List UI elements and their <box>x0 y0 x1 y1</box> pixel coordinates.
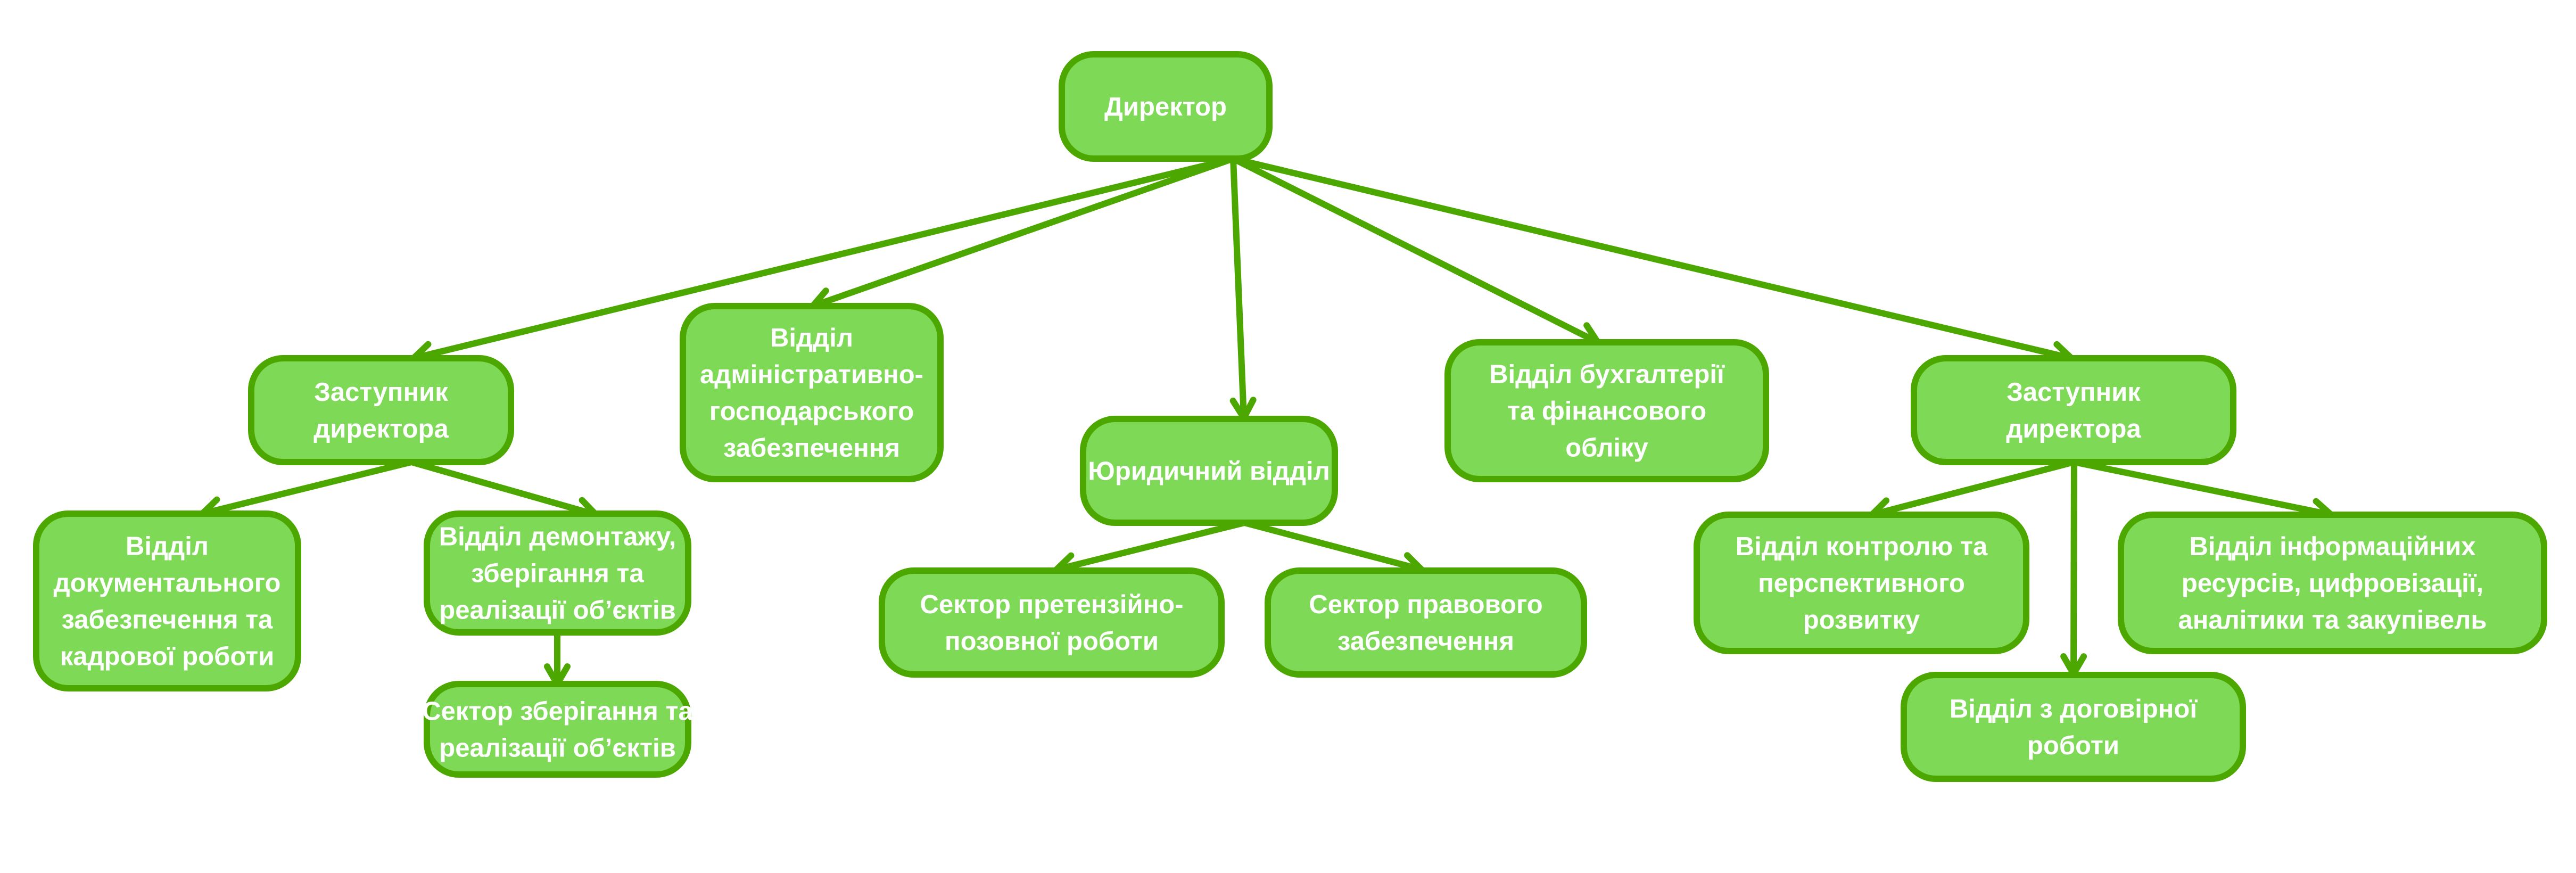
node-box <box>1911 355 2236 465</box>
node-storage-sector: Сектор зберігання та реалізації об’єктів <box>422 681 693 778</box>
node-label-line: Сектор претензійно- <box>920 590 1184 619</box>
node-label-line: директора <box>2006 415 2141 443</box>
node-admin-dept: Відділ адміністративно-господарського забе… <box>680 303 944 482</box>
connector-deputy_right-to-control_dept <box>1869 459 2077 524</box>
node-label-line: господарського <box>709 397 914 426</box>
node-box <box>1444 339 1769 482</box>
node-box <box>248 355 514 465</box>
node-label-line: Відділ демонтажу, <box>439 523 676 551</box>
node-box <box>1080 416 1338 526</box>
node-label-line: та фінансового <box>1507 397 1706 426</box>
node-contracts-dept: Відділ з договірної роботи <box>1901 672 2246 782</box>
node-label-line: забезпечення та <box>62 606 274 635</box>
connector-line <box>810 155 1236 309</box>
node-layer: ДиректорЗаступникдиректораВідділадмініст… <box>33 51 2547 782</box>
connector-line <box>2071 459 2334 518</box>
node-label-line: позовної роботи <box>945 627 1159 656</box>
node-director: Директор <box>1059 51 1273 162</box>
connector-legal_dept-to-legal_support_sector <box>1241 520 1425 578</box>
node-label-line: забезпечення <box>1337 627 1514 656</box>
connector-deputy_right-to-contracts_dept <box>2060 459 2087 677</box>
connector-line <box>408 459 599 518</box>
connector-line <box>1869 459 2077 518</box>
node-legal-dept: Юридичний відділ <box>1080 416 1338 526</box>
node-box <box>879 567 1225 678</box>
node-box <box>1059 51 1273 162</box>
node-deputy-right: Заступник директора <box>1911 355 2236 465</box>
connector-line <box>1053 520 1248 573</box>
node-legal-support-sector: Сектор правового забезпечення <box>1265 567 1587 678</box>
node-label-line: перспективного <box>1758 569 1965 598</box>
node-it-dept: Відділ інформаційних ресурсів, цифровізац… <box>2118 512 2547 654</box>
node-box <box>2118 512 2547 654</box>
node-label-line: роботи <box>2027 731 2119 760</box>
connector-director-to-admin_dept <box>810 155 1236 314</box>
node-label-line: Відділ <box>126 532 209 561</box>
node-box <box>33 510 301 691</box>
connector-layer <box>199 155 2334 687</box>
node-label-line: кадрової роботи <box>60 643 275 671</box>
node-label-line: Відділ бухгалтерії <box>1489 360 1725 389</box>
node-label-line: обліку <box>1565 434 1648 463</box>
node-label-line: Заступник <box>314 378 448 407</box>
node-label-line: Юридичний відділ <box>1088 457 1330 486</box>
connector-dismantling_dept-to-storage_sector <box>544 629 571 687</box>
connector-director-to-accounting_dept <box>1230 155 1601 347</box>
node-label-line: зберігання та <box>471 559 644 588</box>
node-box <box>1265 567 1587 678</box>
node-accounting-dept: Відділ бухгалтерії та фінансового обліку <box>1444 339 1769 482</box>
node-deputy-left: Заступник директора <box>248 355 514 465</box>
node-control-dept: Відділ контролю та перспективного розвитку <box>1694 512 2029 654</box>
node-box <box>680 303 944 482</box>
node-label-line: документального <box>54 569 281 598</box>
connector-line <box>410 155 1236 361</box>
node-label-line: директора <box>313 415 449 443</box>
connector-line <box>1230 155 1601 345</box>
node-label-line: Заступник <box>2007 378 2141 407</box>
node-box <box>1694 512 2029 654</box>
node-dismantling-dept: Відділ демонтажу, зберігання та реалізації… <box>424 510 691 636</box>
node-label-line: адміністративно- <box>700 360 923 389</box>
connector-director-to-deputy_right <box>1230 155 2075 367</box>
node-label-line: реалізації об’єктів <box>439 596 675 625</box>
node-claims-sector: Сектор претензійно-позовної роботи <box>879 567 1225 678</box>
node-label-line: забезпечення <box>723 434 900 463</box>
connector-line <box>1241 520 1425 573</box>
node-label-line: Відділ контролю та <box>1736 532 1988 561</box>
connector-director-to-legal_dept <box>1229 155 1257 421</box>
node-label-line: аналітики та закупівель <box>2178 606 2487 635</box>
connector-legal_dept-to-claims_sector <box>1053 520 1248 579</box>
node-label-line: ресурсів, цифровізації, <box>2182 569 2483 598</box>
connector-line <box>1230 155 2075 361</box>
node-label-line: розвитку <box>1803 606 1920 635</box>
node-docs-hr-dept: Відділ документального забезпечення та кадр… <box>33 510 301 691</box>
node-box <box>424 681 691 778</box>
node-label-line: реалізації об’єктів <box>439 734 675 763</box>
node-box <box>1901 672 2246 782</box>
node-label-line: Відділ з договірної <box>1950 695 2198 723</box>
connector-line <box>1230 155 1247 421</box>
node-label-line: Директор <box>1104 93 1227 121</box>
node-label-line: Сектор правового <box>1309 590 1542 619</box>
node-label-line: Відділ інформаційних <box>2190 532 2476 561</box>
node-label-line: Відділ <box>770 324 853 352</box>
connector-line <box>199 459 415 517</box>
node-box <box>424 510 691 636</box>
node-label-line: Сектор зберігання та <box>422 697 693 726</box>
